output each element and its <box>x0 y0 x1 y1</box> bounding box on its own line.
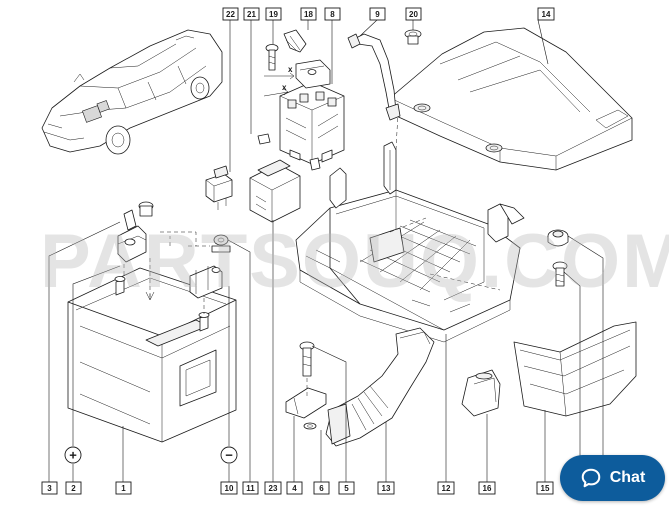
callout-22[interactable]: 22 <box>222 7 239 21</box>
svg-text:11: 11 <box>246 484 255 493</box>
tray-bolt <box>552 261 568 287</box>
callout-14[interactable]: 14 <box>537 7 555 21</box>
callout-1[interactable]: 1 <box>115 481 132 495</box>
callout-15[interactable]: 15 <box>536 481 554 495</box>
svg-text:6: 6 <box>319 484 324 493</box>
callout-16[interactable]: 16 <box>478 481 496 495</box>
chat-label: Chat <box>609 469 646 486</box>
svg-text:15: 15 <box>541 484 550 493</box>
cover-clip <box>404 29 422 45</box>
callout-2[interactable]: 2 <box>65 481 82 495</box>
battery-heat-shield <box>513 321 637 417</box>
callout-20[interactable]: 20 <box>405 7 422 21</box>
car-location-illustration <box>41 29 223 155</box>
negative-symbol: − <box>220 446 238 464</box>
air-intake-duct <box>325 327 435 447</box>
rubber-mount <box>461 369 501 417</box>
callout-12[interactable]: 12 <box>437 481 455 495</box>
callout-19[interactable]: 19 <box>265 7 282 21</box>
svg-text:20: 20 <box>409 10 418 19</box>
callout-10[interactable]: 10 <box>220 481 238 495</box>
svg-text:2: 2 <box>71 484 76 493</box>
duct-bracket <box>285 341 327 430</box>
small-clip-21 <box>257 133 271 145</box>
callout-21[interactable]: 21 <box>243 7 260 21</box>
callout-13[interactable]: 13 <box>377 481 395 495</box>
callout-5[interactable]: 5 <box>338 481 355 495</box>
x-axis-arrows <box>263 72 295 97</box>
callout-6[interactable]: 6 <box>313 481 330 495</box>
callout-23[interactable]: 23 <box>264 481 282 495</box>
svg-text:22: 22 <box>226 10 235 19</box>
chat-bubble-icon <box>581 468 600 488</box>
callout-9[interactable]: 9 <box>369 7 386 21</box>
leader-lines <box>48 19 604 482</box>
positive-symbol: + <box>64 446 82 464</box>
callout-18[interactable]: 18 <box>300 7 317 21</box>
positive-terminal-clamp <box>117 201 154 263</box>
terminal-alignment-lines <box>160 231 210 247</box>
svg-text:23: 23 <box>269 484 278 493</box>
battery-cover <box>389 27 633 171</box>
svg-text:16: 16 <box>483 484 492 493</box>
chat-button[interactable]: Chat <box>560 455 665 501</box>
callout-4[interactable]: 4 <box>286 481 303 495</box>
svg-text:1: 1 <box>121 484 126 493</box>
svg-text:9: 9 <box>375 10 380 19</box>
svg-text:−: − <box>225 448 233 463</box>
svg-text:4: 4 <box>292 484 297 493</box>
axis-label-x-2: x <box>282 83 287 92</box>
svg-text:+: + <box>69 448 77 463</box>
relay-module <box>205 165 233 210</box>
negative-terminal-clamp <box>189 234 231 299</box>
axis-label-x: x <box>288 65 293 74</box>
ecu-control-module <box>249 159 301 223</box>
callout-11[interactable]: 11 <box>242 481 259 495</box>
fuse-box-bolt <box>265 44 279 71</box>
svg-text:13: 13 <box>382 484 391 493</box>
svg-text:5: 5 <box>344 484 349 493</box>
callout-8[interactable]: 8 <box>324 7 341 21</box>
fuse-relay-box <box>279 29 345 171</box>
svg-text:12: 12 <box>442 484 451 493</box>
svg-text:10: 10 <box>225 484 234 493</box>
grommet <box>547 229 569 247</box>
battery <box>67 267 237 443</box>
svg-text:3: 3 <box>47 484 52 493</box>
vent-pipe <box>347 33 401 121</box>
svg-text:8: 8 <box>330 10 335 19</box>
svg-text:21: 21 <box>247 10 256 19</box>
callout-3[interactable]: 3 <box>41 481 58 495</box>
svg-text:19: 19 <box>269 10 278 19</box>
battery-tray <box>295 141 525 343</box>
svg-text:18: 18 <box>304 10 313 19</box>
svg-text:14: 14 <box>542 10 551 19</box>
